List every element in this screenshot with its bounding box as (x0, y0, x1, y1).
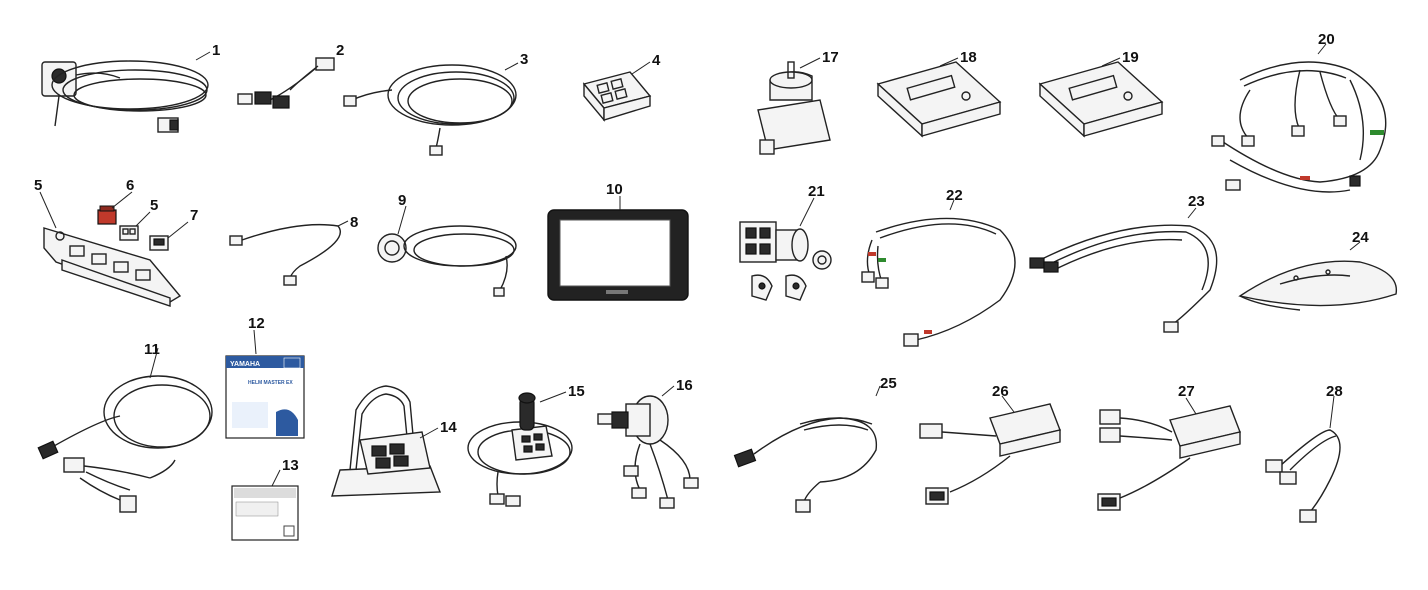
callout-18: 18 (960, 49, 977, 66)
callout-19: 19 (1122, 49, 1139, 66)
callout-16: 16 (676, 377, 693, 394)
part-21-switch-knob-set (739, 221, 832, 301)
part-22-cable-harness (861, 217, 1016, 347)
callout-5a: 5 (34, 177, 42, 194)
part-25-sensor-cable (733, 417, 878, 513)
part-26-adapter-module (919, 403, 1061, 505)
callout-15: 15 (568, 383, 585, 400)
callout-6: 6 (126, 177, 134, 194)
part-19-control-unit (1038, 61, 1164, 138)
callout-25: 25 (880, 375, 897, 392)
part-11-gauge-harness (37, 375, 213, 513)
part-14-remote-control (331, 385, 442, 497)
callout-23: 23 (1188, 193, 1205, 210)
part-3-extension-cable (343, 64, 517, 156)
part-24-cover-plate (1238, 260, 1398, 311)
part-23-extension-cable (1029, 224, 1218, 333)
callout-24: 24 (1352, 229, 1369, 246)
part-10-multifunction-display (547, 209, 689, 301)
callout-26: 26 (992, 383, 1009, 400)
callout-1: 1 (212, 42, 220, 59)
part-27-adapter-module (1097, 405, 1241, 511)
callout-21: 21 (808, 183, 825, 200)
part-2-y-adapter-harness (237, 57, 335, 109)
callout-5b: 5 (150, 197, 158, 214)
part-5-white-cap (119, 225, 139, 241)
callout-8: 8 (350, 214, 358, 231)
part-28-y-cable (1265, 429, 1341, 523)
callout-27: 27 (1178, 383, 1195, 400)
callout-13: 13 (282, 457, 299, 474)
callout-3: 3 (520, 51, 528, 68)
callout-28: 28 (1326, 383, 1343, 400)
callout-14: 14 (440, 419, 457, 436)
part-12-owners-manual: YAMAHA HELM MASTER EX (225, 355, 305, 439)
part-5-connector-holder-bracket (43, 227, 182, 307)
callout-17: 17 (822, 49, 839, 66)
part-7-cap (149, 235, 169, 251)
part-6-red-cap (97, 205, 117, 225)
part-8-short-cable (229, 223, 341, 286)
part-17-steering-unit (757, 61, 831, 155)
callout-10: 10 (606, 181, 623, 198)
part-15-joystick (467, 392, 573, 507)
part-20-main-wire-harness (1211, 61, 1387, 193)
booklet-12-title: HELM MASTER EX (248, 380, 293, 386)
part-1-main-switch-cable (41, 60, 209, 133)
booklet-12-brand: YAMAHA (230, 361, 260, 368)
part-9-round-connector-cable (377, 225, 517, 297)
callout-20: 20 (1318, 31, 1335, 48)
callout-4: 4 (652, 52, 661, 69)
callout-9: 9 (398, 192, 406, 209)
part-18-control-unit (876, 61, 1002, 138)
part-13-label-card (231, 485, 299, 541)
part-16-actuator-harness (597, 395, 699, 509)
callout-12: 12 (248, 315, 265, 332)
callout-11: 11 (144, 341, 160, 358)
callout-22: 22 (946, 187, 963, 204)
callout-7: 7 (190, 207, 198, 224)
part-4-switch-panel (582, 71, 652, 122)
callout-2: 2 (336, 42, 344, 59)
